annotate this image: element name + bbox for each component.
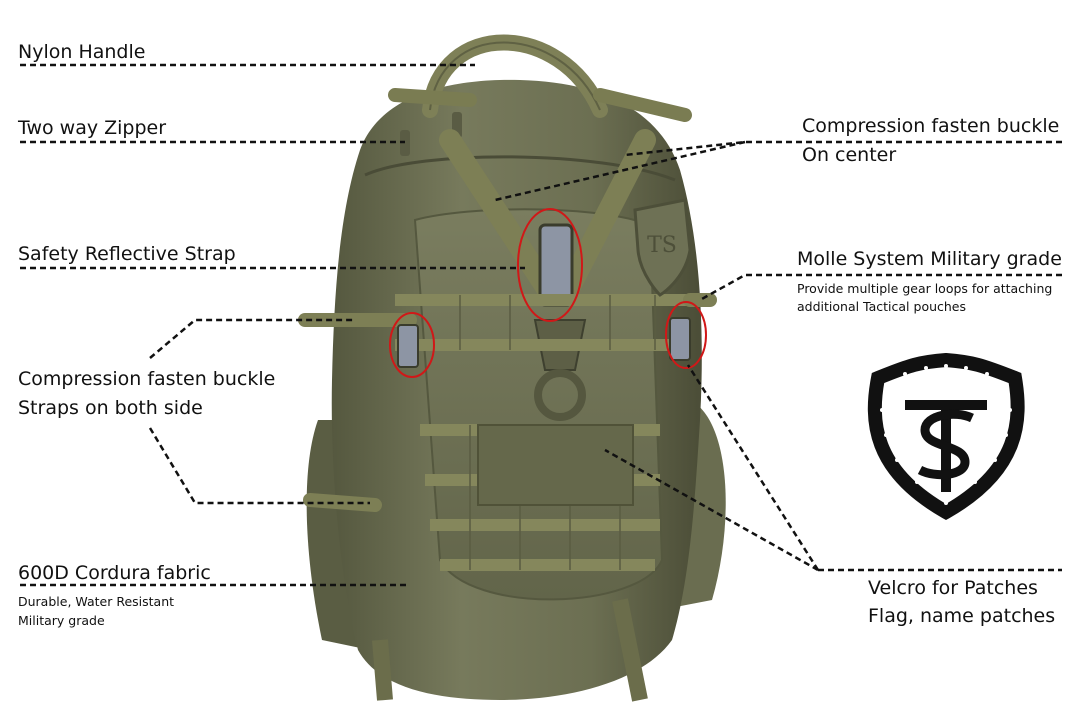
label-safety-reflective-strap: Safety Reflective Strap [18,243,236,265]
reflective-strip-center [538,223,574,307]
label-velcro-2: Flag, name patches [868,605,1056,627]
label-cordura-detail-2: Military grade [18,613,105,628]
ts-shield-patch-icon: TS [633,198,692,297]
label-cordura-title: 600D Cordura fabric [18,562,211,584]
label-molle-detail-2: additional Tactical pouches [797,299,967,314]
label-velcro-1: Velcro for Patches [868,577,1038,599]
label-compression-side-2: Straps on both side [18,397,203,419]
highlight-circles [389,208,707,378]
label-cordura-detail-1: Durable, Water Resistant [18,594,175,609]
label-two-way-zipper: Two way Zipper [18,117,167,139]
label-molle-title: Molle System Military grade [797,248,1062,270]
svg-text:TS: TS [647,233,677,258]
velcro-patch [477,424,634,506]
leader-lines [20,63,1062,587]
label-molle-detail-1: Provide multiple gear loops for attachin… [797,281,1053,296]
label-nylon-handle: Nylon Handle [18,41,146,63]
label-compression-center-1: Compression fasten buckle [802,115,1060,137]
label-compression-side-1: Compression fasten buckle [18,368,276,390]
ts-shield-logo-icon [867,352,1025,521]
label-compression-center-2: On center [802,144,897,166]
